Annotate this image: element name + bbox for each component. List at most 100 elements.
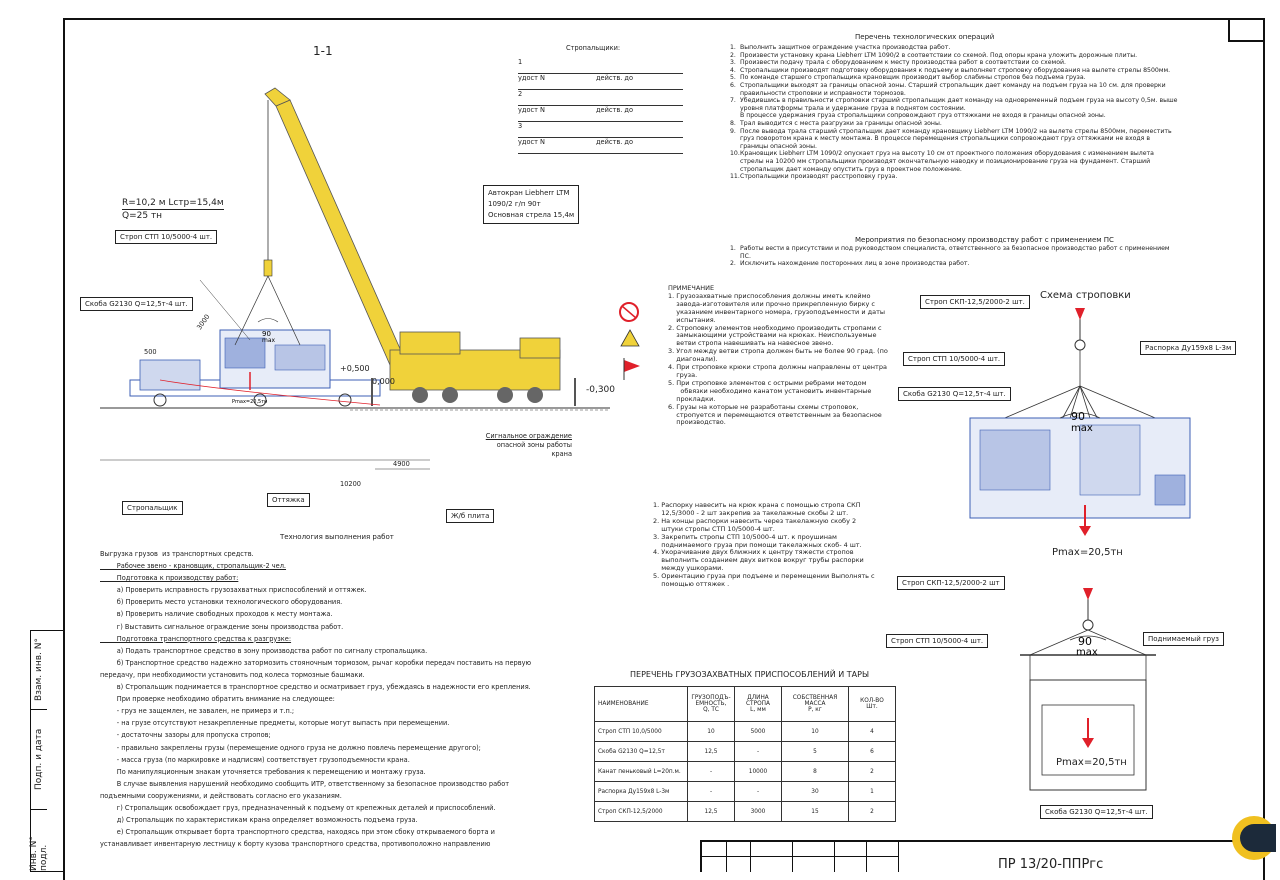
operations-list: 1.Выполнить защитное ограждение участка …: [730, 44, 1230, 181]
warning-signs: [619, 302, 640, 380]
drawing-frame: [63, 18, 1265, 880]
table-cell: Строп СТП 10,0/5000: [594, 721, 688, 742]
list-item: правильности строповки и исправности тор…: [730, 90, 1230, 98]
load-arrow2-icon: [1082, 738, 1094, 748]
scheme2-pmax: Pmax=20,5тн: [1056, 757, 1127, 768]
item-number: 1.: [730, 245, 736, 252]
note-line: 4. При строповке крюки стропа должны нап…: [668, 363, 887, 372]
callout-stropalshik: Стропальщик: [122, 501, 183, 515]
note-line: 5. При строповке элементов с острыми реб…: [668, 378, 867, 387]
item-text: границы опасной зоны.: [740, 142, 817, 150]
table-cell: 1: [848, 781, 896, 802]
table-cell: 10: [687, 721, 735, 742]
title-block: ПР 13/20-ППРгс: [700, 840, 1263, 872]
item-number: [730, 135, 740, 143]
technology-line: устанавливает инвентарную лестницу к бор…: [100, 840, 491, 849]
item-number: 8.: [730, 119, 736, 127]
note-line: 6. Грузы на которые не разработаны схемы…: [668, 402, 859, 411]
traverse-line: 5. Ориентацию груза при подъеме и переме…: [653, 572, 875, 581]
note-line: стропуется и перемещаются ответственным …: [668, 410, 882, 419]
crane-capacity: 1090/2 г/п 90т: [488, 200, 541, 208]
note-line: диагонали).: [668, 355, 718, 364]
load-arrow-icon: [1079, 526, 1091, 536]
item-number: [730, 166, 740, 174]
app-logo: [1232, 816, 1276, 860]
item-number: 11.: [730, 173, 740, 181]
callout-zhb-plita: Ж/б плита: [446, 509, 495, 523]
technology-line: г) Стропальщик освобождает груз, предназ…: [100, 803, 496, 812]
item-text: Произвести подачу трала с оборудованием …: [740, 59, 1066, 67]
item-text: Выполнить защитное ограждение участка пр…: [740, 44, 951, 51]
technology-line: Выгрузка грузов из транспортных средств.: [100, 550, 254, 558]
traverse-line: 3. Закрепить стропы СТП 10/5000-4 шт. к …: [653, 532, 837, 541]
scheme2-skoba-label: Скоба G2130 Q=12,5т-4 шт.: [1040, 805, 1153, 819]
item-text: груз поворотом крана к месту монтажа. В …: [740, 135, 1151, 143]
callout-skoba: Скоба G2130 Q=12,5т-4 шт.: [80, 297, 193, 311]
table-cell: 3000: [734, 801, 782, 822]
slinger-cert: удост N: [518, 106, 545, 114]
item-number: [730, 112, 740, 120]
technology-title: Технология выполнения работ: [280, 533, 394, 541]
podp-label: Подп. и дата: [34, 728, 44, 790]
slinger-num: 2: [518, 90, 523, 98]
table-cell: 6: [848, 741, 896, 762]
table-cell: Распорка Ду159х8 L-3м: [594, 781, 688, 802]
table-cell: 5: [781, 741, 849, 762]
table-cell: 12,5: [687, 801, 735, 822]
level-zero: 0,000: [372, 377, 395, 386]
list-item: ПС.: [730, 253, 1230, 261]
dim-10200: 10200: [340, 480, 361, 488]
list-item: 10.Крановщик Liebherr LTM 1090/2 опускае…: [730, 150, 1230, 158]
technology-line: а) Проверить исправность грузозахватных …: [100, 586, 367, 595]
traverse-line: помощью оттяжек .: [653, 580, 730, 589]
table-cell: 15: [781, 801, 849, 822]
scheme-stp-label: Строп СТП 10/5000-4 шт.: [903, 352, 1006, 366]
crane-boom: Основная стрела 15,4м: [488, 211, 575, 219]
item-text: Произвести установку крана Liebherr LTM …: [740, 51, 1138, 59]
crane-model: Автокран Liebherr LTM: [488, 189, 570, 197]
technology-line: Подготовка к производству работ:: [100, 574, 239, 583]
header-line: КОЛ-ВО: [860, 698, 884, 704]
item-text: Убедившись в правильности строповки стар…: [740, 97, 1178, 105]
technology-line: а) Подать транспортное средство в зону п…: [100, 646, 428, 655]
dim-4900: 4900: [393, 460, 410, 468]
scheme2-skp-label: Строп СКП-12,5/2000-2 шт: [897, 576, 1005, 590]
list-item: 7.Убедившись в правильности строповки ст…: [730, 97, 1230, 105]
item-text: В процессе удержания груза стропальщики …: [740, 112, 1106, 120]
list-item: 5.По команде старшего стропальщика крано…: [730, 74, 1230, 82]
note-line: испытания.: [668, 315, 716, 324]
scheme-angle: 90: [1071, 410, 1085, 423]
note-line: обвязки необходимо канатом установить ин…: [668, 386, 872, 395]
danger-icon: [620, 329, 640, 347]
item-text: уровня платформы трала и удержание груза…: [740, 104, 966, 112]
list-item: 6.Стропальщики выходят за границы опасно…: [730, 82, 1230, 90]
corner-stamp: [1228, 18, 1263, 42]
scheme-skoba-label: Скоба G2130 Q=12,5т-4 шт.: [898, 387, 1011, 401]
item-number: [730, 253, 740, 261]
list-item: границы опасной зоны.: [730, 143, 1230, 151]
traverse-line: 4. Укорачивание двух ближних к центру тя…: [653, 548, 854, 557]
item-number: 2.: [730, 260, 736, 268]
angle-max-label: max: [262, 337, 276, 344]
technology-line: - правильно закреплены грузы (перемещени…: [100, 743, 481, 752]
table-header: ГРУЗОПОДЪ-ЕМНОСТЬ,Q, ТС: [687, 686, 735, 722]
header-line: НАИМЕНОВАНИЕ: [598, 701, 649, 707]
technology-line: Подготовка транспортного средства к разг…: [100, 634, 292, 643]
note-line: груза.: [668, 370, 698, 379]
header-line: L, мм: [750, 707, 766, 713]
table-cell: Канат пеньковый L=20п.м.: [594, 761, 688, 782]
slinger-num: 1: [518, 58, 523, 66]
table-cell: -: [734, 781, 782, 802]
note-line: 1. Грузозахватные приспособления должны …: [668, 291, 871, 300]
table-cell: 4: [848, 721, 896, 742]
item-number: [730, 90, 740, 98]
vzam-label: Взам. инв. N°: [34, 638, 44, 702]
item-number: 4.: [730, 66, 736, 74]
technology-line: - масса груза (по маркировке и надписям)…: [100, 755, 410, 764]
technology-line: Рабочее звено - крановщик, стропальщик-2…: [100, 562, 287, 571]
item-number: 6.: [730, 81, 736, 89]
scheme-rasporka-label: Распорка Ду159х8 L-3м: [1140, 341, 1237, 355]
